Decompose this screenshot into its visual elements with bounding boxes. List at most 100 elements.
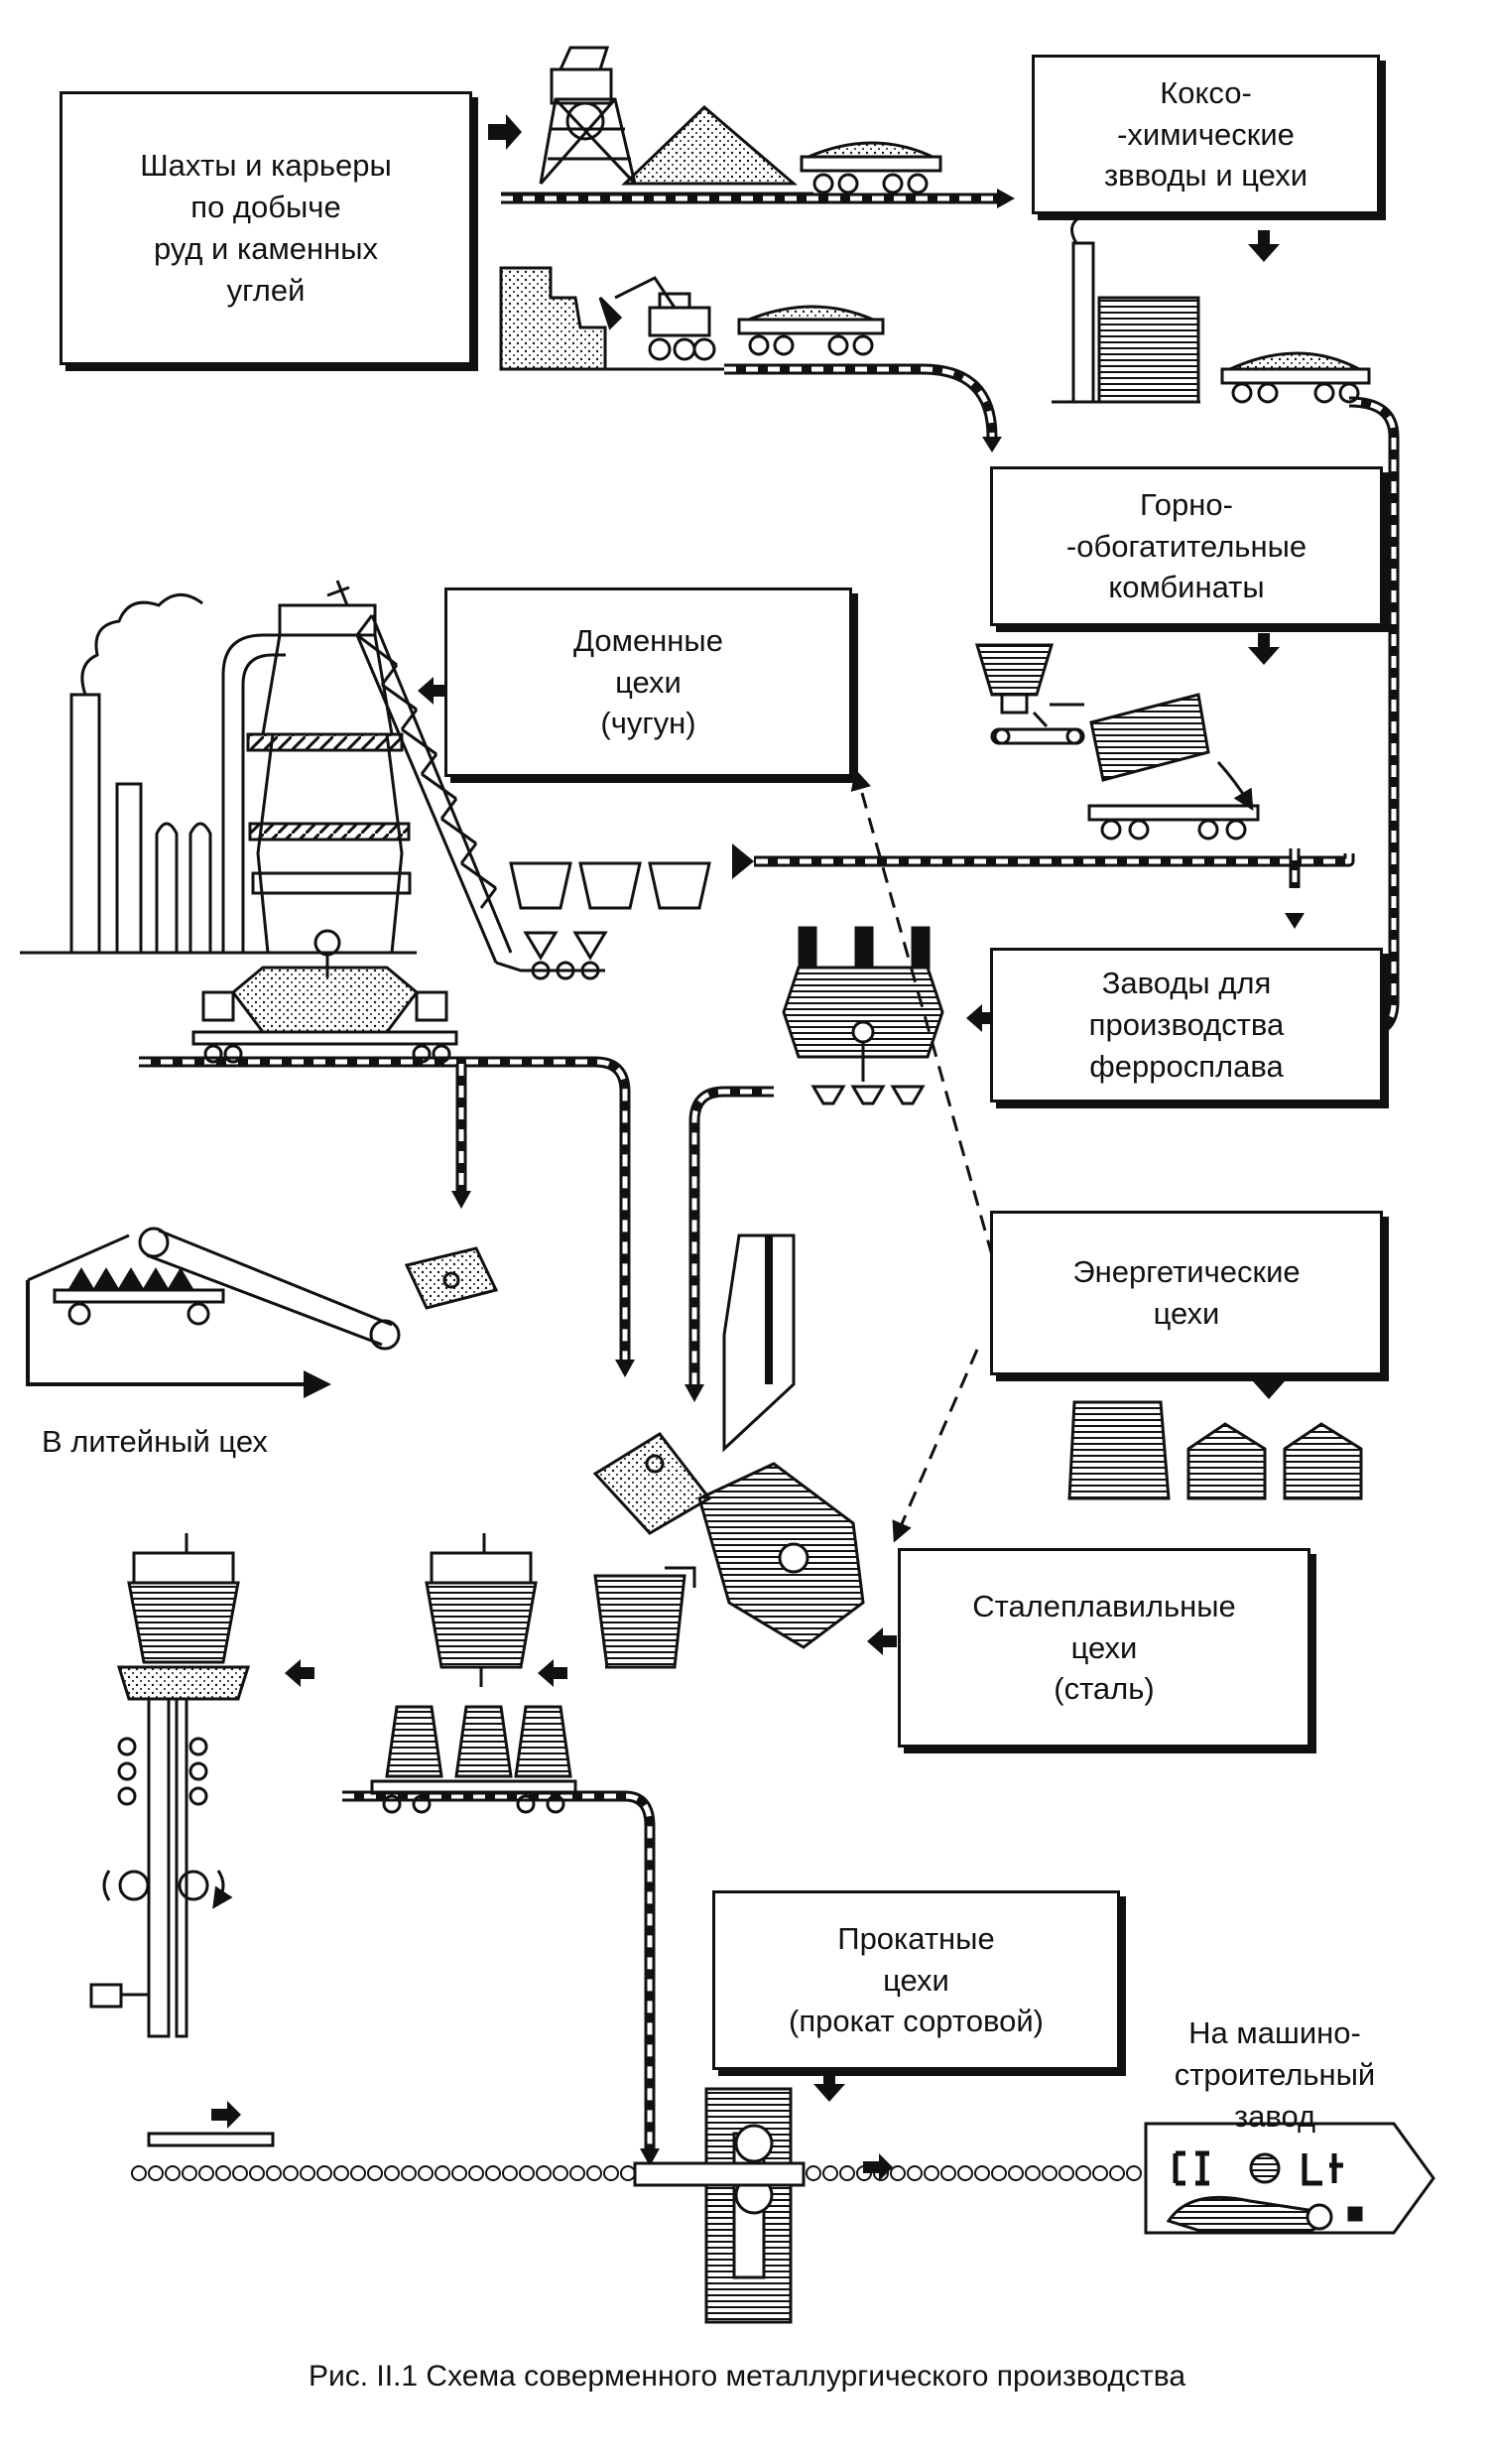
node-energy-line: Энергетические: [1072, 1254, 1301, 1290]
rolling-mill-stand-illustration: [633, 2087, 806, 2324]
roller: [1092, 2165, 1108, 2181]
roller: [1042, 2165, 1058, 2181]
node-mines-line: по добыче: [190, 190, 341, 225]
roller: [806, 2165, 821, 2181]
roller: [1025, 2165, 1041, 2181]
flow-arrow: [418, 677, 447, 705]
node-rolling-text: Прокатные цехи (прокат сортовой): [789, 1918, 1044, 2043]
energy-to-steel-link: [892, 1349, 979, 1543]
roller: [974, 2165, 990, 2181]
quarry-excavator-illustration: [499, 266, 724, 371]
flow-arrow: [867, 1627, 897, 1655]
node-mines-line: углей: [226, 272, 306, 308]
machine-plant-label: На машино- строительный завод: [1151, 2012, 1399, 2138]
figure-caption: Рис. II.1 Схема соверменного металлургич…: [308, 2360, 1186, 2393]
pig-casting-machine-illustration: [27, 1227, 499, 1351]
flow-arrow: [685, 1384, 704, 1402]
flow-arrow: [1253, 1369, 1285, 1399]
node-mines-text: Шахты и карьеры по добыче руд и каменных…: [140, 145, 391, 311]
node-blast-furnace-line: (чугун): [600, 706, 696, 741]
roller: [569, 2165, 585, 2181]
roller: [839, 2165, 855, 2181]
node-rolling-line: (прокат сортовой): [789, 2004, 1044, 2039]
roller: [603, 2165, 619, 2181]
flow-arrow: [451, 1191, 471, 1209]
node-rolling: Прокатные цехи (прокат сортовой): [712, 1890, 1120, 2070]
node-rolling-line: цехи: [883, 1962, 949, 1998]
roller: [890, 2165, 906, 2181]
roller: [502, 2165, 518, 2181]
ingot-casting-illustration: [370, 1533, 577, 1814]
node-rolling-line: Прокатные: [837, 1920, 995, 1956]
node-energy: Энергетические цехи: [990, 1211, 1383, 1375]
roller: [1109, 2165, 1125, 2181]
hot-metal-car-illustration: [191, 929, 458, 1064]
flow-arrow: [997, 189, 1015, 208]
conveyor-line: [688, 1086, 774, 1384]
node-ferroalloy-text: Заводы для производства ферросплава: [1089, 963, 1285, 1088]
roller: [957, 2165, 973, 2181]
roller: [131, 2165, 147, 2181]
coke-plant-illustration: [1052, 201, 1371, 404]
roller: [148, 2165, 164, 2181]
node-mines: Шахты и карьеры по добыче руд и каменных…: [60, 91, 472, 365]
roller: [300, 2165, 315, 2181]
node-ferroalloy-line: Заводы для: [1101, 966, 1272, 1001]
roller: [367, 2165, 383, 2181]
flow-arrow: [1248, 230, 1280, 262]
node-beneficiation-text: Горно- -обогатительные комбинаты: [1066, 484, 1307, 609]
node-coke: Коксо- -химические звводы и цехи: [1032, 55, 1380, 214]
mine-headframe-illustration: [501, 46, 813, 195]
steel-converter-illustration: [592, 1233, 865, 1669]
roller: [924, 2165, 939, 2181]
roller: [1126, 2165, 1142, 2181]
node-blast-furnace: Доменные цехи (чугун): [444, 587, 852, 777]
conveyor-line: [139, 1056, 631, 1360]
flow-arrow: [615, 1360, 635, 1377]
roller: [822, 2165, 838, 2181]
node-steelmaking: Сталеплавильные цехи (сталь): [898, 1548, 1310, 1748]
foundry-label: В литейный цех: [42, 1424, 268, 1459]
roller: [350, 2165, 366, 2181]
roller: [1008, 2165, 1024, 2181]
node-mines-line: Шахты и карьеры: [140, 148, 392, 184]
node-energy-text: Энергетические цехи: [1072, 1251, 1300, 1335]
roller: [215, 2165, 231, 2181]
node-steelmaking-line: Сталеплавильные: [972, 1588, 1236, 1623]
machine-plant-label-line: строительный: [1174, 2056, 1376, 2092]
node-blast-furnace-line: Доменные: [573, 622, 723, 658]
roller: [991, 2165, 1007, 2181]
machine-plant-illustration: [1144, 2122, 1435, 2235]
roller-table-illustration: [131, 2165, 1142, 2181]
roller: [620, 2165, 636, 2181]
flow-arrow: [813, 2072, 845, 2102]
flow-arrow: [488, 114, 522, 150]
flow-arrow: [538, 1659, 567, 1687]
flow-arrow: [966, 1004, 996, 1032]
roller: [451, 2165, 467, 2181]
node-ferroalloy-line: производства: [1088, 1007, 1285, 1043]
roller: [586, 2165, 602, 2181]
ferroalloy-furnace-illustration: [782, 926, 944, 1105]
node-beneficiation-line: -обогатительные: [1065, 528, 1307, 564]
node-coke-text: Коксо- -химические звводы и цехи: [1104, 72, 1307, 197]
roller: [519, 2165, 535, 2181]
roller: [198, 2165, 214, 2181]
node-coke-line: звводы и цехи: [1103, 158, 1308, 194]
node-steelmaking-line: (сталь): [1054, 1671, 1155, 1707]
flow-arrow: [1285, 913, 1305, 929]
node-ferroalloy: Заводы для производства ферросплава: [990, 948, 1383, 1102]
flow-arrow: [640, 2148, 660, 2166]
roller: [1075, 2165, 1091, 2181]
ore-wagon-illustration: [737, 305, 885, 356]
roller: [873, 2165, 889, 2181]
roller: [316, 2165, 332, 2181]
roller: [856, 2165, 872, 2181]
conveyor-line: [342, 1790, 656, 2148]
node-beneficiation: Горно- -обогатительные комбинаты: [990, 466, 1383, 626]
roller: [418, 2165, 434, 2181]
flow-arrow: [982, 437, 1002, 453]
foundry-arrow: [26, 1280, 331, 1398]
roller: [266, 2165, 282, 2181]
